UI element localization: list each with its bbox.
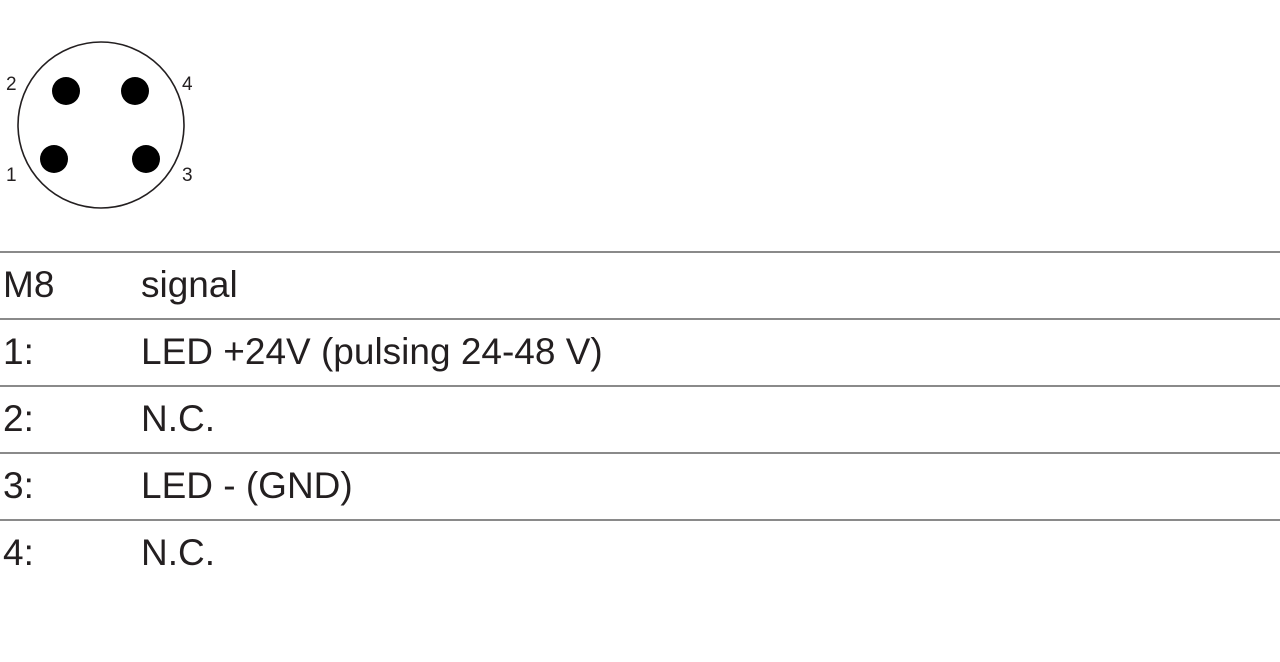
pin-label-1: 1 <box>6 165 17 186</box>
table-row: 4: N.C. <box>0 519 1280 586</box>
pin-number: 1: <box>3 331 34 372</box>
pin-number: 4: <box>3 532 34 573</box>
pin-signal: LED - (GND) <box>141 465 353 506</box>
pin-number: 2: <box>3 398 34 439</box>
pin-label-4: 4 <box>182 74 193 95</box>
header-signal: signal <box>141 264 238 305</box>
pin-number: 3: <box>3 465 34 506</box>
pin-signal: N.C. <box>141 398 215 439</box>
pin-1-dot <box>40 145 68 173</box>
table-row: 3: LED - (GND) <box>0 452 1280 519</box>
pin-3-dot <box>132 145 160 173</box>
connector-outline <box>17 41 185 209</box>
pin-signal: LED +24V (pulsing 24-48 V) <box>141 331 603 372</box>
pin-signal: N.C. <box>141 532 215 573</box>
m8-connector-diagram: 2 4 1 3 <box>6 41 193 209</box>
pin-4-dot <box>121 77 149 105</box>
pin-assignment-table: M8 signal 1: LED +24V (pulsing 24-48 V) … <box>0 251 1280 586</box>
pin-2-dot <box>52 77 80 105</box>
table-row: 2: N.C. <box>0 385 1280 452</box>
pin-label-2: 2 <box>6 74 17 95</box>
table-row: 1: LED +24V (pulsing 24-48 V) <box>0 318 1280 385</box>
pin-label-3: 3 <box>182 165 193 186</box>
table-header-row: M8 signal <box>0 251 1280 318</box>
header-connector-type: M8 <box>3 264 55 305</box>
